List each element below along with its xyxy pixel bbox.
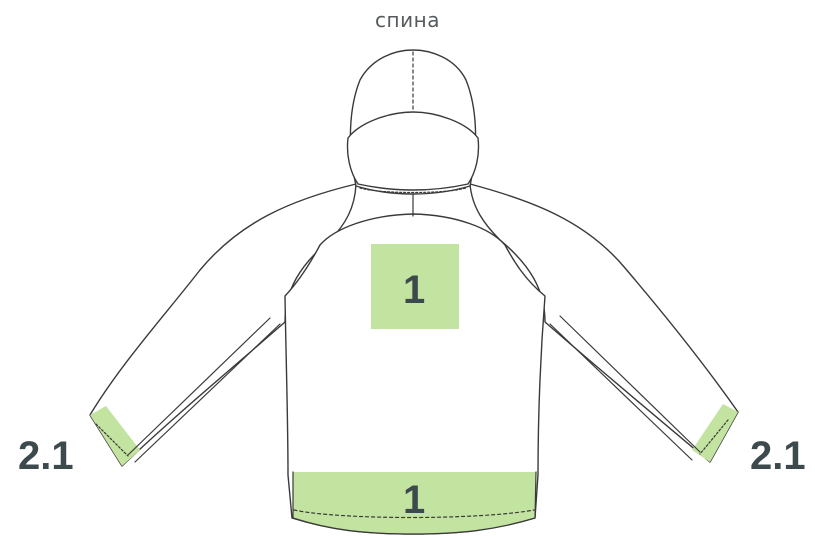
zone-cuff-left [90, 406, 140, 466]
zone-label-hem: 1 [403, 478, 426, 522]
hood-opening [346, 111, 480, 191]
zone-cuff-right [692, 404, 738, 462]
zone-back-center [371, 244, 459, 329]
zone-label-cuff-left: 2.1 [18, 434, 74, 478]
zone-label-cuff-right: 2.1 [750, 434, 806, 478]
zone-hem [293, 472, 536, 534]
zone-label-back-center: 1 [403, 268, 426, 312]
view-title: спина [375, 8, 440, 32]
